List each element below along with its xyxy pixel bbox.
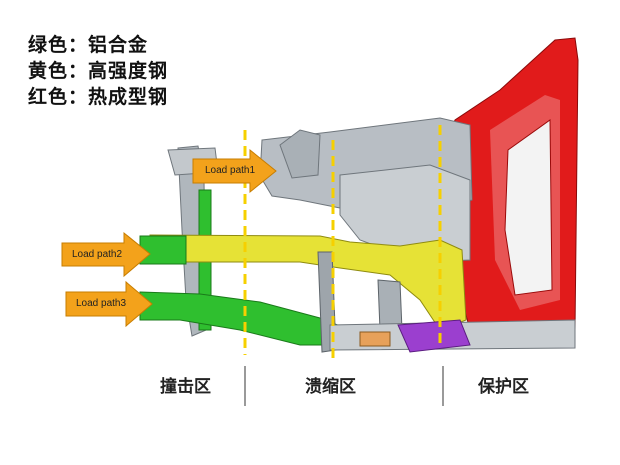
load-path1-arrow (192, 148, 277, 194)
load-path2-label: Load path2 (72, 249, 123, 260)
load-path1-label: Load path1 (205, 165, 256, 176)
orange-part (359, 331, 391, 347)
load-path3-arrow (65, 280, 153, 328)
zone-protect: 保护区 (478, 377, 529, 397)
legend-high-strength-steel: 黄色：高强度钢 (28, 60, 169, 82)
zone-divider-1 (244, 366, 246, 406)
a-pillar-window (504, 119, 553, 296)
rail-crash-box-green (139, 235, 187, 265)
legend-hot-formed-steel: 红色：热成型钢 (28, 86, 169, 108)
zone-divider-2 (442, 366, 444, 406)
load-path2-arrow (61, 231, 151, 278)
upper-bracket-gray (279, 129, 321, 179)
legend-aluminum: 绿色：铝合金 (28, 34, 149, 56)
zone-crash: 撞击区 (160, 377, 211, 397)
load-path3-label: Load path3 (76, 298, 127, 309)
zone-crush: 溃缩区 (305, 377, 356, 397)
